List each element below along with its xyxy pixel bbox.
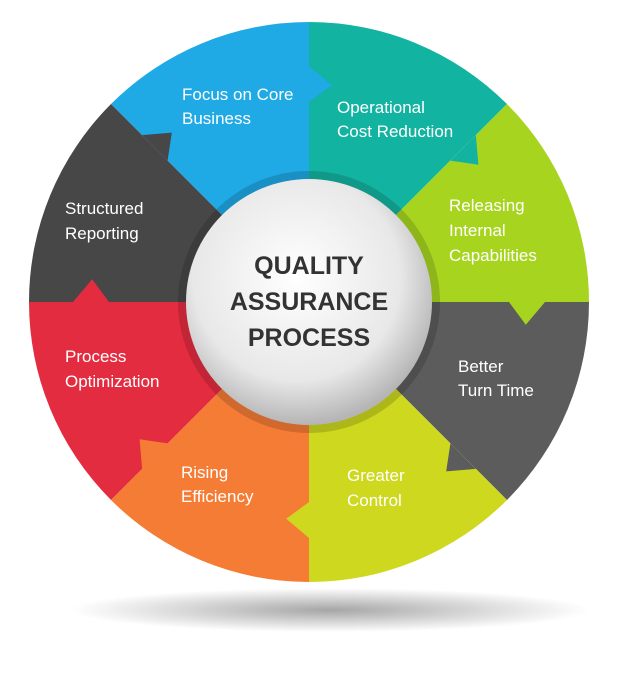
svg-text:Focus on Core: Focus on Core xyxy=(182,85,294,104)
center-title-line-1: QUALITY xyxy=(254,252,364,280)
center-title-line-3: PROCESS xyxy=(248,324,370,352)
center-hub xyxy=(186,179,432,425)
svg-text:Internal: Internal xyxy=(449,221,506,240)
svg-text:Releasing: Releasing xyxy=(449,196,525,215)
svg-text:Capabilities: Capabilities xyxy=(449,246,537,265)
segment-arrow-notch xyxy=(309,66,332,102)
svg-text:Optimization: Optimization xyxy=(65,372,159,391)
segment-label-operational-cost-reduction: Operational Cost Reduction xyxy=(337,98,453,141)
segment-label-structured-reporting: Structured Reporting xyxy=(65,199,143,243)
segment-label-releasing-internal-capabilities: Releasing Internal Capabilities xyxy=(449,196,537,265)
segment-label-rising-efficiency: Rising Efficiency xyxy=(181,463,254,506)
segment-arrow-notch xyxy=(73,279,109,302)
segment-arrow-notch xyxy=(139,439,168,469)
svg-text:Operational: Operational xyxy=(337,98,425,117)
drop-shadow xyxy=(70,588,590,632)
segment-arrow-notch xyxy=(450,135,479,165)
segment-label-focus-on-core-business: Focus on Core Business xyxy=(182,85,294,128)
segment-label-process-optimization: Process Optimization xyxy=(65,347,159,391)
center-title-line-2: ASSURANCE xyxy=(230,288,388,316)
segment-label-better-turn-time: Better Turn Time xyxy=(458,357,534,400)
segment-arrow-notch xyxy=(446,443,476,472)
svg-text:Process: Process xyxy=(65,347,126,366)
segment-arrow-notch xyxy=(286,502,309,538)
svg-text:Turn Time: Turn Time xyxy=(458,381,534,400)
svg-text:Rising: Rising xyxy=(181,463,228,482)
svg-text:Efficiency: Efficiency xyxy=(181,487,254,506)
svg-text:Greater: Greater xyxy=(347,466,405,485)
segment-arrow-notch xyxy=(142,132,172,161)
svg-text:Reporting: Reporting xyxy=(65,224,139,243)
segment-arrow-notch xyxy=(509,302,545,325)
svg-text:Control: Control xyxy=(347,491,402,510)
svg-text:Better: Better xyxy=(458,357,504,376)
svg-text:Cost Reduction: Cost Reduction xyxy=(337,122,453,141)
svg-text:Business: Business xyxy=(182,109,251,128)
svg-text:Structured: Structured xyxy=(65,199,143,218)
segment-label-greater-control: Greater Control xyxy=(347,466,405,510)
